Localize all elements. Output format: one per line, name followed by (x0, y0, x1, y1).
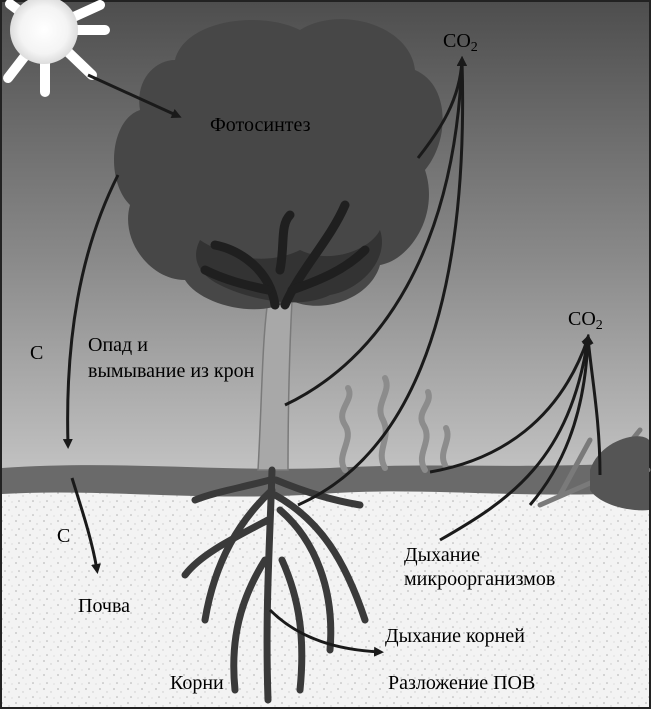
label-c-upper: C (30, 342, 43, 364)
label-roots: Корни (170, 672, 224, 694)
label-microbe-line1: Дыхание (404, 544, 480, 566)
label-co2-right: CO2 (568, 308, 603, 334)
co2-right-sub: 2 (596, 318, 603, 333)
label-c-lower: C (57, 525, 70, 547)
label-photosynthesis: Фотосинтез (210, 114, 311, 136)
label-litter-line1: Опад и (88, 334, 148, 356)
co2-top-sub: 2 (471, 40, 478, 55)
label-litter-line2: вымывание из крон (88, 360, 254, 382)
co2-right-base: CO (568, 308, 596, 330)
label-microbe-line2: микроорганизмов (404, 568, 555, 590)
label-soil: Почва (78, 595, 130, 617)
label-root-respiration: Дыхание корней (385, 625, 525, 647)
label-decomposition: Разложение ПОВ (388, 672, 535, 694)
label-co2-top: CO2 (443, 30, 478, 56)
co2-top-base: CO (443, 30, 471, 52)
